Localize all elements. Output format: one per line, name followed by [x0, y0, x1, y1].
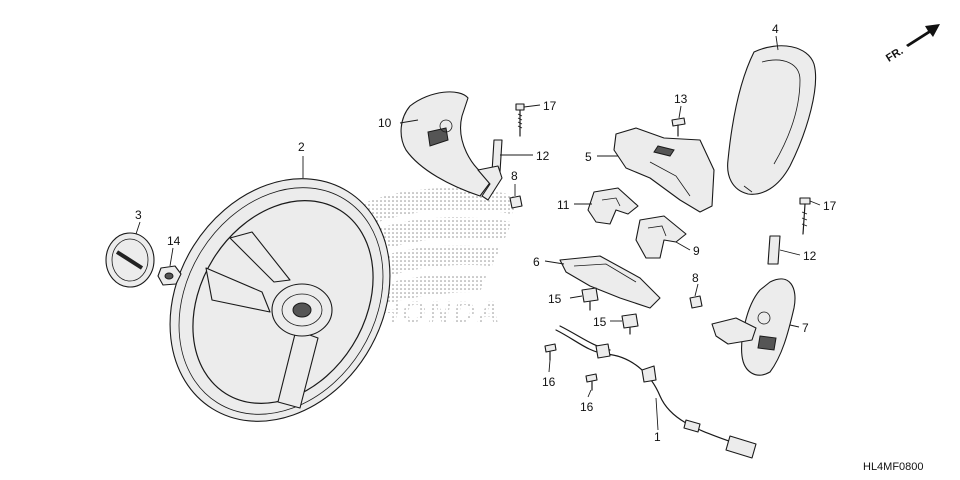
switch-bracket — [477, 165, 503, 201]
callout-labels: 2 3 14 10 17 12 8 13 4 5 11 9 6 17 12 8 … — [135, 22, 837, 444]
callout-11: 11 — [557, 198, 570, 212]
callout-2: 2 — [298, 140, 305, 154]
callout-10: 10 — [378, 116, 392, 130]
callout-15-lower: 15 — [593, 315, 607, 329]
nut-part — [157, 265, 182, 286]
callout-7: 7 — [802, 321, 809, 335]
right-switch-housing-part — [711, 278, 796, 376]
callout-13: 13 — [674, 92, 688, 106]
callout-9: 9 — [693, 244, 700, 258]
callout-3: 3 — [135, 208, 142, 222]
callout-8-upper: 8 — [511, 169, 518, 183]
screw-part-16-right — [585, 373, 598, 391]
center-cap-part — [105, 232, 155, 288]
callout-16-left: 16 — [542, 375, 556, 389]
callout-12-upper: 12 — [536, 149, 550, 163]
drawing-code: HL4MF0800 — [863, 461, 924, 473]
watermark-text: HONDA — [378, 296, 503, 329]
callout-5: 5 — [585, 150, 592, 164]
callout-1: 1 — [654, 430, 661, 444]
callout-12-right: 12 — [803, 249, 817, 263]
callout-17-upper: 17 — [543, 99, 557, 113]
screw-part — [671, 117, 686, 137]
spring-nut-part-left — [509, 195, 523, 209]
callout-14: 14 — [167, 234, 181, 248]
leader-lines — [135, 35, 821, 431]
wire-harness-part — [555, 325, 757, 459]
spacer-part-right — [767, 235, 781, 265]
pad-part — [727, 45, 817, 195]
spring-nut-part-right — [689, 295, 703, 309]
callout-4: 4 — [772, 22, 779, 36]
bolt-part-upper-left — [515, 103, 525, 137]
clip-part-lower — [621, 313, 639, 335]
switch-bracket-part-9 — [635, 215, 687, 259]
switch-bracket-part-11 — [587, 187, 639, 225]
base-plate-part — [559, 255, 661, 309]
screw-part-16-left — [544, 343, 557, 361]
callout-8-right: 8 — [692, 271, 699, 285]
callout-6: 6 — [533, 255, 540, 269]
clip-part-upper — [581, 287, 599, 311]
callout-17-right: 17 — [823, 199, 837, 213]
left-switch-housing-part — [400, 91, 493, 197]
callout-16-right: 16 — [580, 400, 594, 414]
front-marker-label: FR. — [884, 45, 905, 65]
bolt-part-right — [799, 197, 811, 235]
column-cover-part — [613, 127, 715, 213]
callout-15-upper: 15 — [548, 292, 562, 306]
front-direction-arrow: FR. — [884, 24, 940, 65]
steering-wheel-part — [169, 178, 391, 422]
